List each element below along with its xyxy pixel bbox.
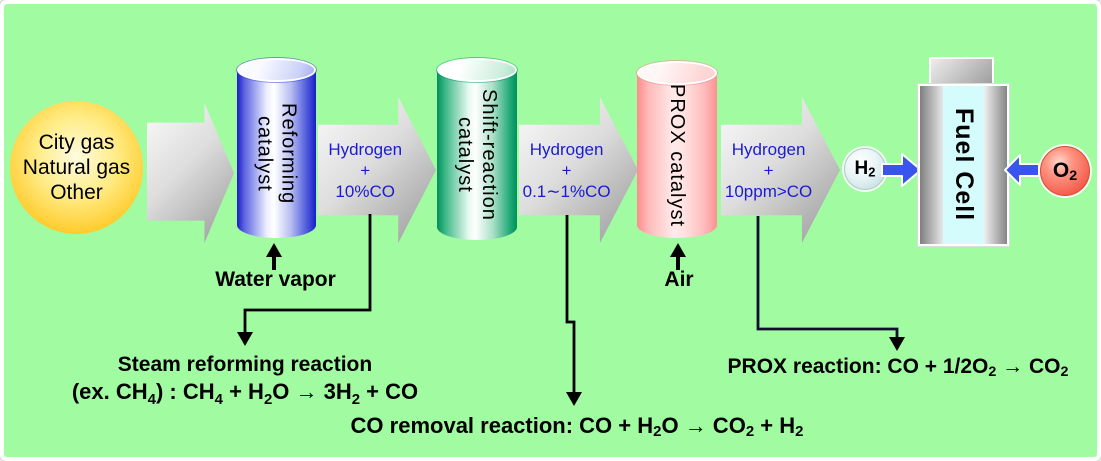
source-gas-label: City gas Natural gas Other <box>22 131 131 204</box>
o2-to-fuelcell-arrow-icon <box>1004 154 1040 186</box>
shift-reaction-catalyst-label: Shift-reaction catalyst <box>454 89 500 221</box>
h2-bubble: H2 <box>844 148 886 190</box>
co-removal-annotation: CO removal reaction: CO + H2O → CO2 + H2 <box>350 413 804 441</box>
o2-label: O2 <box>1052 158 1078 184</box>
steam-reforming-annotation: Steam reforming reaction (ex. CH4) : CH4… <box>35 351 455 413</box>
h2-label: H2 <box>854 158 876 180</box>
h2-to-fuelcell-arrow-icon <box>881 153 922 187</box>
fuel-cell-right-electrode <box>984 86 1007 244</box>
diagram-background <box>4 4 1097 457</box>
fuel-cell-label: Fuel Cell <box>950 108 978 222</box>
fuel-cell-membrane: Fuel Cell <box>943 86 984 244</box>
cylinder-top-ellipse <box>637 61 717 85</box>
flow-label-hydrogen-10ppm: Hydrogen + 10ppm>CO <box>724 139 813 201</box>
cylinder-top-ellipse <box>437 58 517 82</box>
reforming-catalyst-cylinder: Reforming catalyst <box>237 58 316 238</box>
water-vapor-label: Water vapor <box>215 268 336 291</box>
steam-reforming-title: Steam reforming reaction <box>117 353 373 376</box>
flow-label-hydrogen-10co: Hydrogen + 10%CO <box>328 139 403 201</box>
prox-catalyst-label: PROX catalyst <box>666 83 688 228</box>
cylinder-body <box>437 69 517 240</box>
steam-reforming-formula: (ex. CH4) : CH4 + H2O → 3H2 + CO <box>71 379 419 408</box>
reforming-catalyst-label: Reforming catalyst <box>253 103 300 205</box>
fuel-cell-left-electrode <box>920 86 943 244</box>
cylinder-top-ellipse <box>237 58 316 82</box>
fuel-cell: Fuel Cell <box>918 84 1009 246</box>
cylinder-body <box>237 69 316 238</box>
source-gas-bubble: City gas Natural gas Other <box>10 101 143 234</box>
prox-catalyst-cylinder: PROX catalyst <box>637 61 717 238</box>
shift-reaction-catalyst-cylinder: Shift-reaction catalyst <box>437 58 517 240</box>
o2-bubble: O2 <box>1040 146 1090 196</box>
prox-reaction-annotation: PROX reaction: CO + 1/2O2 → CO2 <box>727 355 1069 380</box>
air-label: Air <box>664 268 694 291</box>
cylinder-body <box>637 72 717 238</box>
flow-label-hydrogen-01-1co: Hydrogen + 0.1∼1%CO <box>522 139 611 201</box>
